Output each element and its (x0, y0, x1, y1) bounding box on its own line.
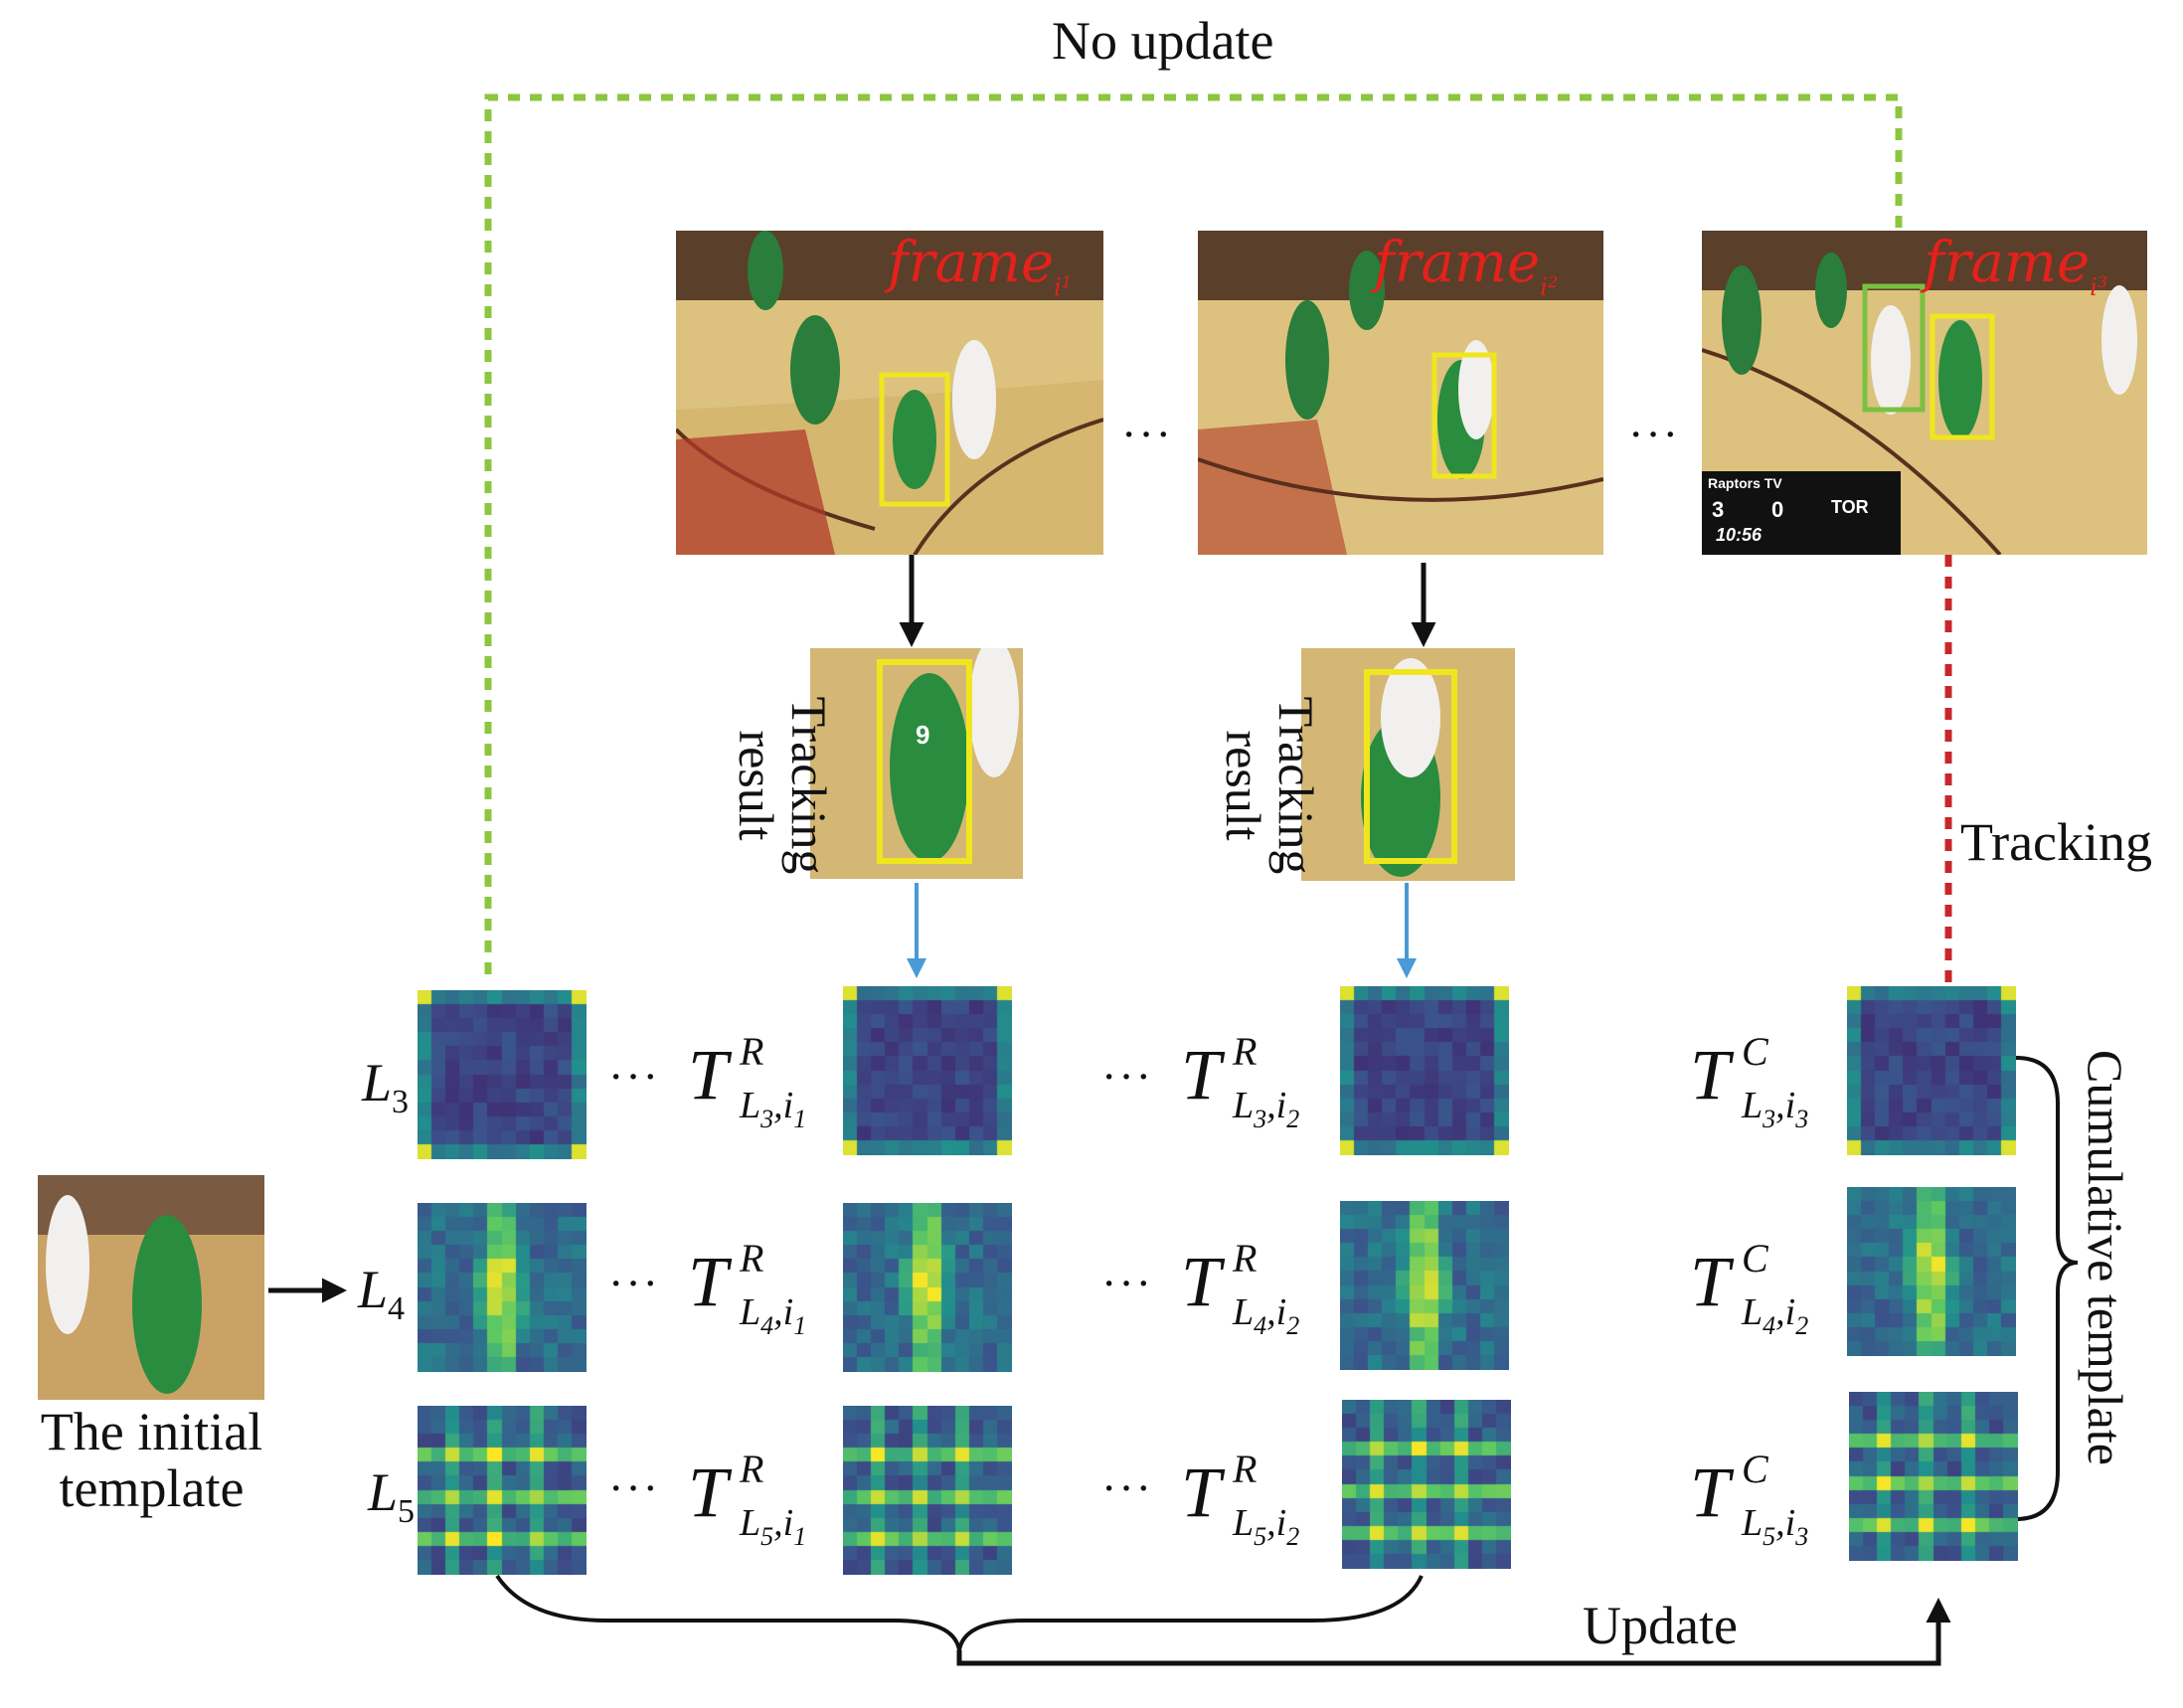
frame-image-2 (1198, 231, 1603, 555)
tracking-result-image-2 (1301, 648, 1515, 881)
heatmap-L5-initial (418, 1406, 587, 1575)
heatmap-L4-initial (418, 1203, 587, 1372)
layer-label-L3: L3 (362, 1053, 410, 1120)
frame3-track-box (1930, 313, 1995, 440)
frame-label-2: framei2 (1374, 231, 1558, 301)
update-label: Update (1583, 1596, 1738, 1655)
heatmap-L4-frame-i2 (1340, 1201, 1509, 1370)
crop2-track-box (1364, 669, 1457, 864)
frame-image-3: Raptors TV 3 0 TOR 10:56 (1702, 231, 2147, 555)
scoreboard-score-left: 3 (1712, 497, 1725, 522)
heatmap-L4-frame-i1 (843, 1203, 1012, 1372)
heatmap-L3-frame-i2 (1340, 986, 1509, 1155)
frame-label-1: framei1 (888, 231, 1072, 301)
frame3-green-box (1862, 283, 1926, 413)
no-update-label: No update (1052, 11, 1274, 71)
scoreboard (1702, 471, 1901, 555)
initial-template-image (38, 1175, 264, 1400)
ellipsis-row2-b: ··· (1101, 1258, 1153, 1308)
ellipsis-row1-a: ··· (608, 1051, 660, 1102)
update-brace (495, 1574, 1424, 1651)
ellipsis-row3-b: ··· (1101, 1462, 1153, 1513)
no-update-connector (484, 93, 1913, 974)
crop1-track-box (877, 659, 972, 864)
heatmap-L5-cumulative (1849, 1392, 2018, 1561)
heatmap-L3-initial (418, 990, 587, 1159)
scoreboard-team: TOR (1831, 497, 1869, 517)
ellipsis-frames-1: ··· (1121, 409, 1173, 459)
layer-label-L5: L5 (368, 1462, 416, 1530)
ellipsis-row2-a: ··· (608, 1258, 660, 1308)
heatmap-L3-frame-i1 (843, 986, 1012, 1155)
scoreboard-channel: Raptors TV (1708, 475, 1782, 491)
heatmap-L5-frame-i1 (843, 1406, 1012, 1575)
layer-label-L4: L4 (358, 1260, 406, 1327)
ellipsis-row3-a: ··· (608, 1462, 660, 1513)
cumulative-bracket (2015, 1056, 2079, 1521)
heatmap-L4-cumulative (1847, 1187, 2016, 1356)
tracking-result-image-1: 9 (810, 648, 1023, 879)
frame-image-1 (676, 231, 1103, 555)
frame1-track-box (879, 372, 950, 507)
tracking-label: Tracking (1960, 812, 2153, 872)
heatmap-L3-cumulative (1847, 986, 2016, 1155)
ellipsis-row1-b: ··· (1101, 1051, 1153, 1102)
heatmap-L5-frame-i2 (1342, 1400, 1511, 1569)
update-connector (956, 1598, 1951, 1666)
cumulative-template-label: Cumulative template (2078, 1050, 2133, 1465)
frame-label-3: framei3 (1924, 231, 2107, 301)
scoreboard-score-right: 0 (1771, 497, 1784, 522)
ellipsis-frames-2: ··· (1628, 409, 1680, 459)
crop1-jersey-number: 9 (916, 720, 930, 750)
frame2-track-box (1431, 352, 1497, 479)
scoreboard-time: 10:56 (1716, 525, 1763, 545)
